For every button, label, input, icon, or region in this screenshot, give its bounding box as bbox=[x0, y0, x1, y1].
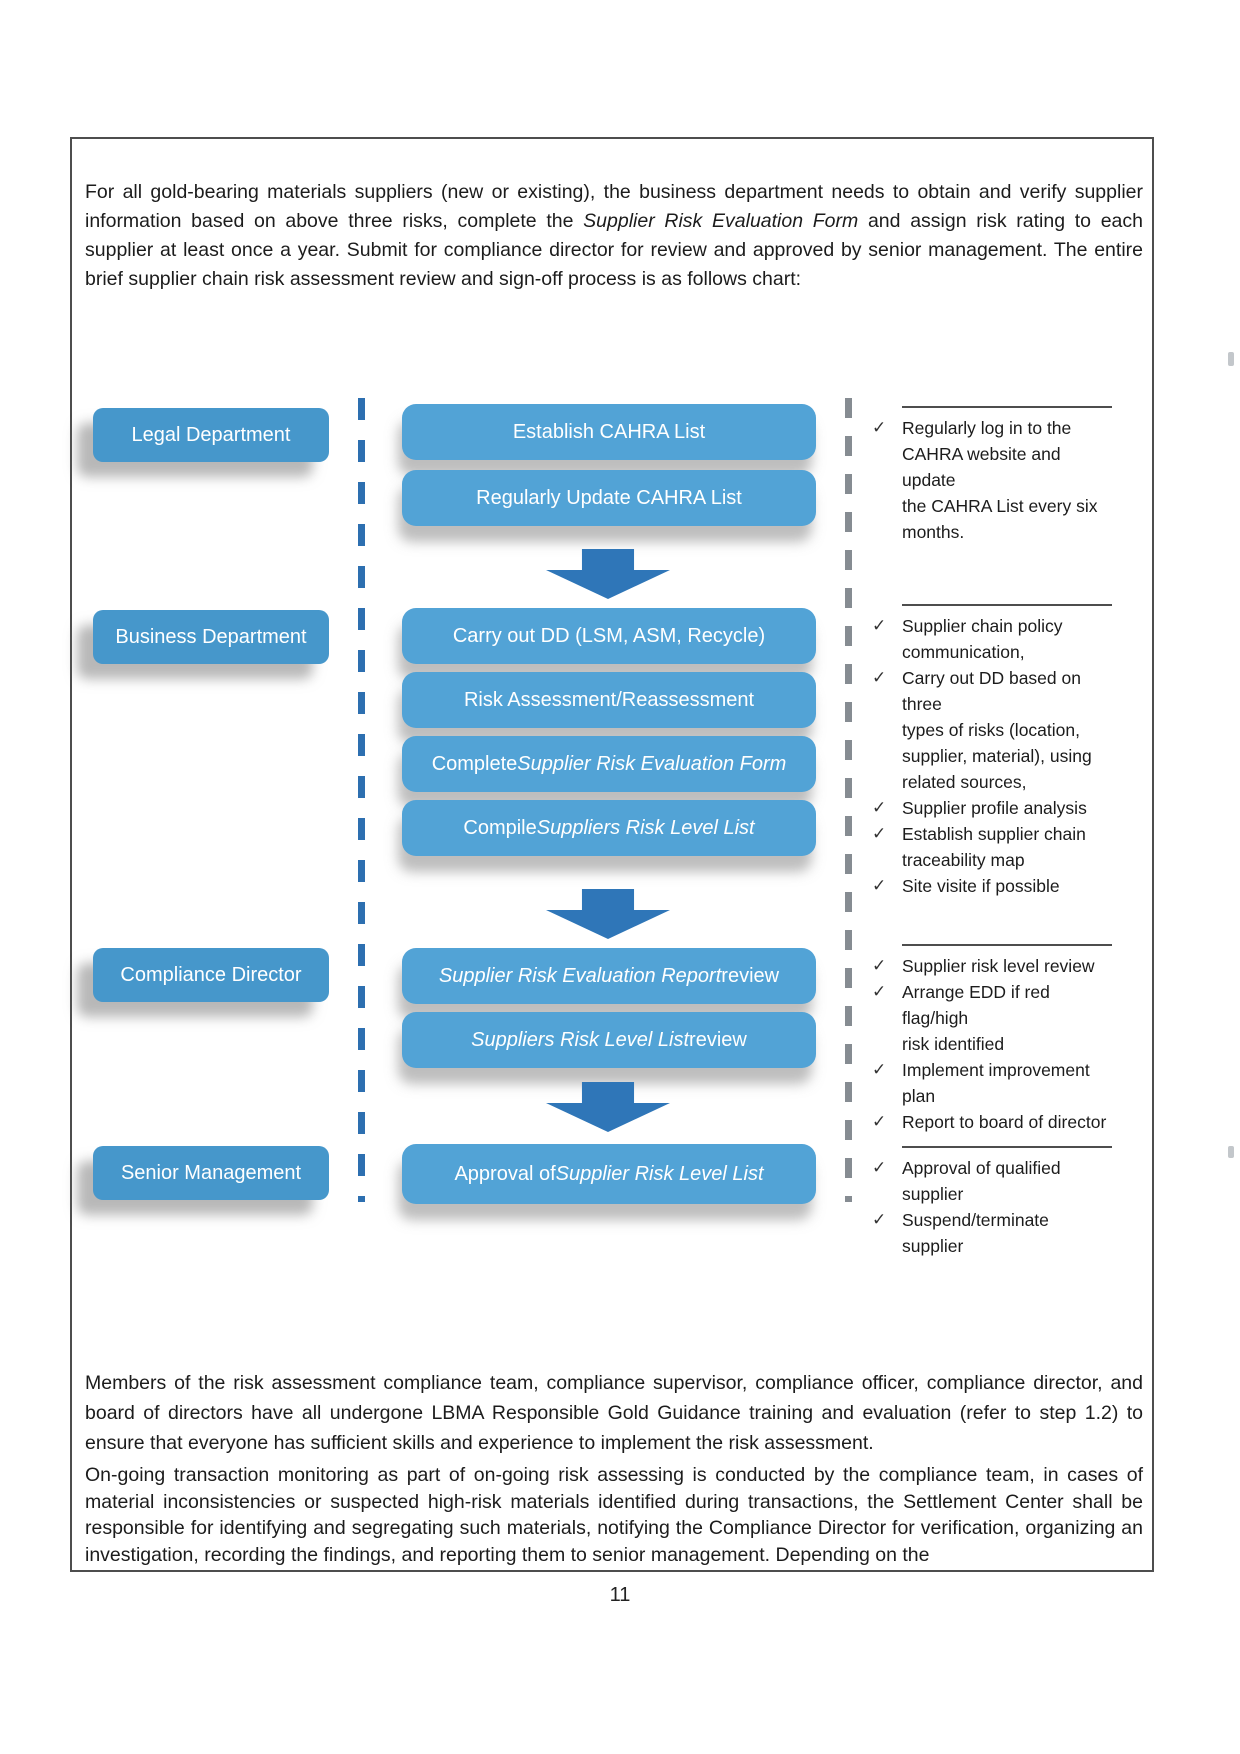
checklist-item: ✓ Supplier chain policy communication, bbox=[872, 613, 1124, 665]
check-icon: ✓ bbox=[872, 982, 887, 1001]
note-text: Arrange EDD if red flag/high risk identi… bbox=[902, 982, 1050, 1054]
scan-artifact-mark bbox=[1228, 352, 1234, 366]
check-icon: ✓ bbox=[872, 824, 887, 843]
note-text: Establish supplier chain traceability ma… bbox=[902, 824, 1086, 870]
flow-step-risk-assessment: Risk Assessment/Reassessment bbox=[402, 672, 816, 728]
check-icon: ✓ bbox=[872, 876, 887, 895]
checklist-item: ✓ Approval of qualified supplier bbox=[872, 1155, 1124, 1207]
notes-rule bbox=[902, 604, 1112, 606]
check-icon: ✓ bbox=[872, 1210, 887, 1229]
note-text: Regularly log in to the CAHRA website an… bbox=[902, 418, 1098, 542]
notes-rule bbox=[902, 1146, 1112, 1148]
note-text: Carry out DD based on three types of ris… bbox=[902, 668, 1092, 792]
note-text: Approval of qualified supplier bbox=[902, 1158, 1061, 1204]
checklist-item: ✓ Supplier risk level review bbox=[872, 953, 1124, 979]
checklist-item: ✓ Site visite if possible bbox=[872, 873, 1124, 899]
dashed-divider-right bbox=[845, 398, 852, 1202]
check-icon: ✓ bbox=[872, 418, 887, 437]
checklist-item: ✓ Suspend/terminate supplier bbox=[872, 1207, 1124, 1259]
note-text: Site visite if possible bbox=[902, 876, 1060, 896]
checklist-item: ✓ Implement improvement plan bbox=[872, 1057, 1124, 1109]
note-text: Implement improvement plan bbox=[902, 1060, 1090, 1106]
note-text: Supplier chain policy communication, bbox=[902, 616, 1063, 662]
page-number: 11 bbox=[609, 1584, 631, 1606]
check-icon: ✓ bbox=[872, 956, 887, 975]
flow-step-establish-cahra-list: Establish CAHRA List bbox=[402, 404, 816, 460]
notes-senior-management: ✓ Approval of qualified supplier ✓ Suspend/… bbox=[872, 1146, 1124, 1259]
note-text: Suspend/terminate supplier bbox=[902, 1210, 1049, 1256]
notes-compliance-director: ✓ Supplier risk level review ✓ Arrange EDD … bbox=[872, 944, 1124, 1135]
flow-step-regularly-update-cahra-list: Regularly Update CAHRA List bbox=[402, 470, 816, 526]
check-icon: ✓ bbox=[872, 668, 887, 687]
dept-box-compliance-director: Compliance Director bbox=[93, 948, 329, 1002]
notes-rule bbox=[902, 406, 1112, 408]
note-text: Supplier risk level review bbox=[902, 956, 1095, 976]
notes-rule bbox=[902, 944, 1112, 946]
checklist-item: ✓ Regularly log in to the CAHRA website a… bbox=[872, 415, 1124, 545]
check-icon: ✓ bbox=[872, 616, 887, 635]
notes-legal-department: ✓ Regularly log in to the CAHRA website a… bbox=[872, 406, 1124, 545]
flow-step-complete-evaluation-form: Complete Supplier Risk Evaluation Form bbox=[402, 736, 816, 792]
checklist-item: ✓ Carry out DD based on three types of ri… bbox=[872, 665, 1124, 795]
notes-business-department: ✓ Supplier chain policy communication, ✓ Ca… bbox=[872, 604, 1124, 899]
checklist-item: ✓ Report to board of director bbox=[872, 1109, 1124, 1135]
members-paragraph: Members of the risk assessment complianc… bbox=[85, 1372, 1143, 1454]
note-text: Supplier profile analysis bbox=[902, 798, 1087, 818]
ongoing-monitoring-paragraph: On-going transaction monitoring as part … bbox=[85, 1464, 1143, 1566]
flow-step-carry-out-dd: Carry out DD (LSM, ASM, Recycle) bbox=[402, 608, 816, 664]
flow-step-compile-risk-level-list: Compile Suppliers Risk Level List bbox=[402, 800, 816, 856]
checklist-item: ✓ Establish supplier chain traceability m… bbox=[872, 821, 1124, 873]
checklist-item: ✓ Supplier profile analysis bbox=[872, 795, 1124, 821]
flow-step-approval-risk-level-list: Approval of Supplier Risk Level List bbox=[402, 1144, 816, 1204]
scan-artifact-mark bbox=[1228, 1146, 1234, 1158]
intro-paragraph: For all gold-bearing materials suppliers… bbox=[85, 181, 1143, 290]
checklist-item: ✓ Arrange EDD if red flag/high risk ident… bbox=[872, 979, 1124, 1057]
dept-box-senior-management: Senior Management bbox=[93, 1146, 329, 1200]
dept-box-legal-department: Legal Department bbox=[93, 408, 329, 462]
flow-step-evaluation-report-review: Supplier Risk Evaluation Report review bbox=[402, 948, 816, 1004]
check-icon: ✓ bbox=[872, 798, 887, 817]
check-icon: ✓ bbox=[872, 1112, 887, 1131]
note-text: Report to board of director bbox=[902, 1112, 1107, 1132]
page-border bbox=[70, 137, 1154, 1572]
flow-step-risk-level-list-review: Suppliers Risk Level List review bbox=[402, 1012, 816, 1068]
dashed-divider-left bbox=[358, 398, 365, 1202]
dept-box-business-department: Business Department bbox=[93, 610, 329, 664]
check-icon: ✓ bbox=[872, 1158, 887, 1177]
check-icon: ✓ bbox=[872, 1060, 887, 1079]
